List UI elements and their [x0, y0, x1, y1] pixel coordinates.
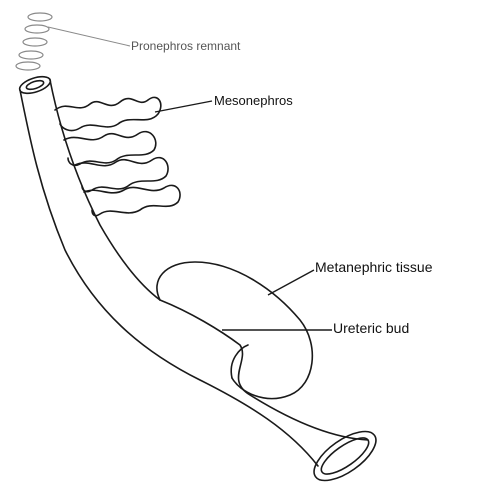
- duct-top-opening: [18, 73, 53, 96]
- pronephros-oval: [25, 25, 49, 33]
- nephric-duct: [18, 73, 384, 487]
- leader-mesonephros: [155, 101, 212, 112]
- pronephros-oval: [23, 38, 47, 46]
- label-metanephric-tissue: Metanephric tissue: [315, 259, 433, 275]
- label-ureteric-bud: Ureteric bud: [333, 320, 409, 336]
- duct-right-wall-upper: [50, 80, 160, 300]
- tubule: [64, 132, 156, 166]
- tubule: [84, 185, 180, 215]
- duct-bottom-opening: [306, 422, 383, 487]
- pronephros-remnant: [16, 13, 52, 70]
- label-pronephros-remnant: Pronephros remnant: [131, 39, 240, 53]
- duct-left-wall: [20, 90, 318, 466]
- leader-pronephros: [48, 27, 130, 46]
- tubule: [75, 158, 168, 192]
- pronephros-oval: [19, 51, 43, 59]
- leader-metanephric: [268, 270, 314, 295]
- tubule: [55, 97, 161, 130]
- label-mesonephros: Mesonephros: [214, 93, 293, 108]
- pronephros-oval: [16, 62, 40, 70]
- mesonephric-tubules: [55, 97, 180, 215]
- pronephros-oval: [28, 13, 52, 21]
